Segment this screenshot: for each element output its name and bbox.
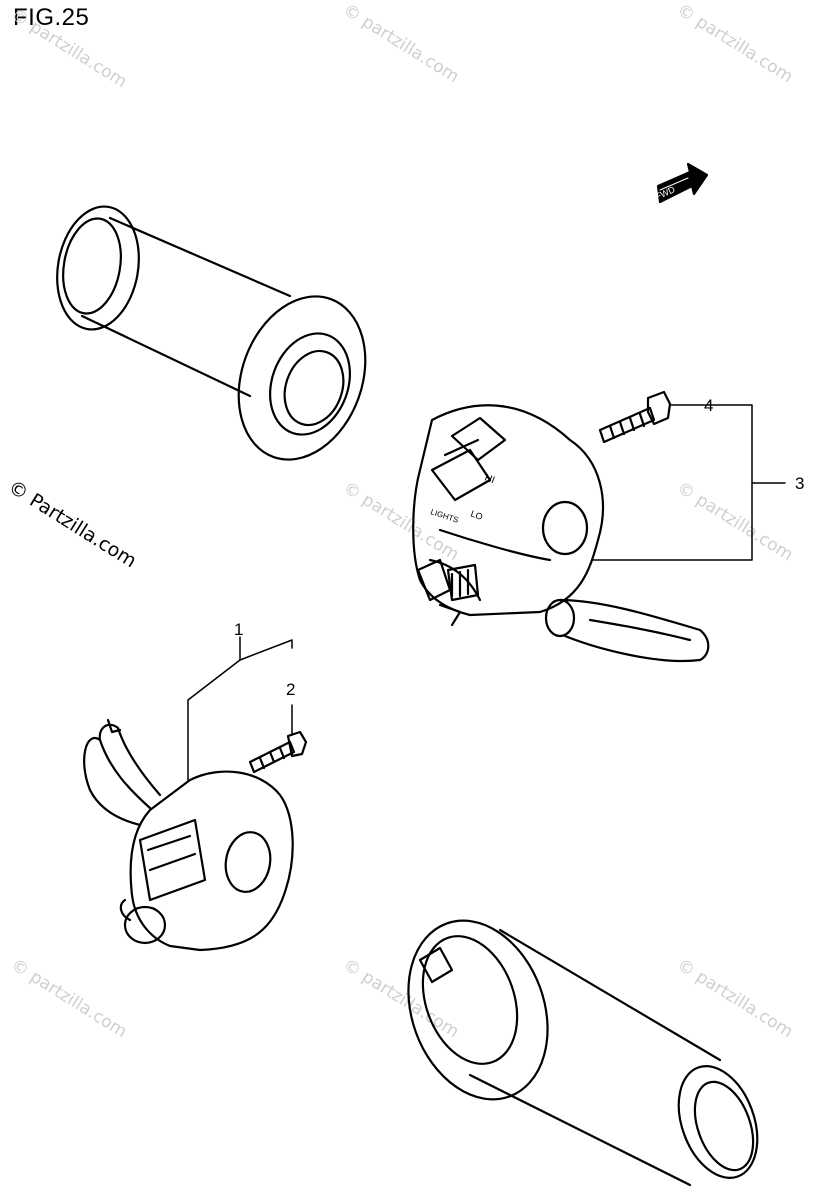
fwd-arrow-icon xyxy=(656,162,709,204)
callout-4: 4 xyxy=(704,396,714,415)
grip-lower-right xyxy=(407,919,759,1187)
callout-1: 1 xyxy=(234,620,244,639)
figure-title: FIG.25 xyxy=(13,4,90,31)
callout-2: 2 xyxy=(286,680,296,699)
switch-label-lights: LIGHTS xyxy=(429,507,459,524)
leader-lines-3-4 xyxy=(591,404,786,561)
screw-upper xyxy=(598,390,672,444)
leader-lines-1-2 xyxy=(187,636,293,781)
switch-label-hi: HI xyxy=(483,472,496,486)
switch-label-lo: LO xyxy=(469,508,484,522)
grip-upper-left xyxy=(56,205,367,461)
switch-housing-right xyxy=(412,404,710,663)
callout-3: 3 xyxy=(795,474,805,493)
switch-housing-left xyxy=(83,718,294,952)
screw-lower xyxy=(248,730,308,774)
